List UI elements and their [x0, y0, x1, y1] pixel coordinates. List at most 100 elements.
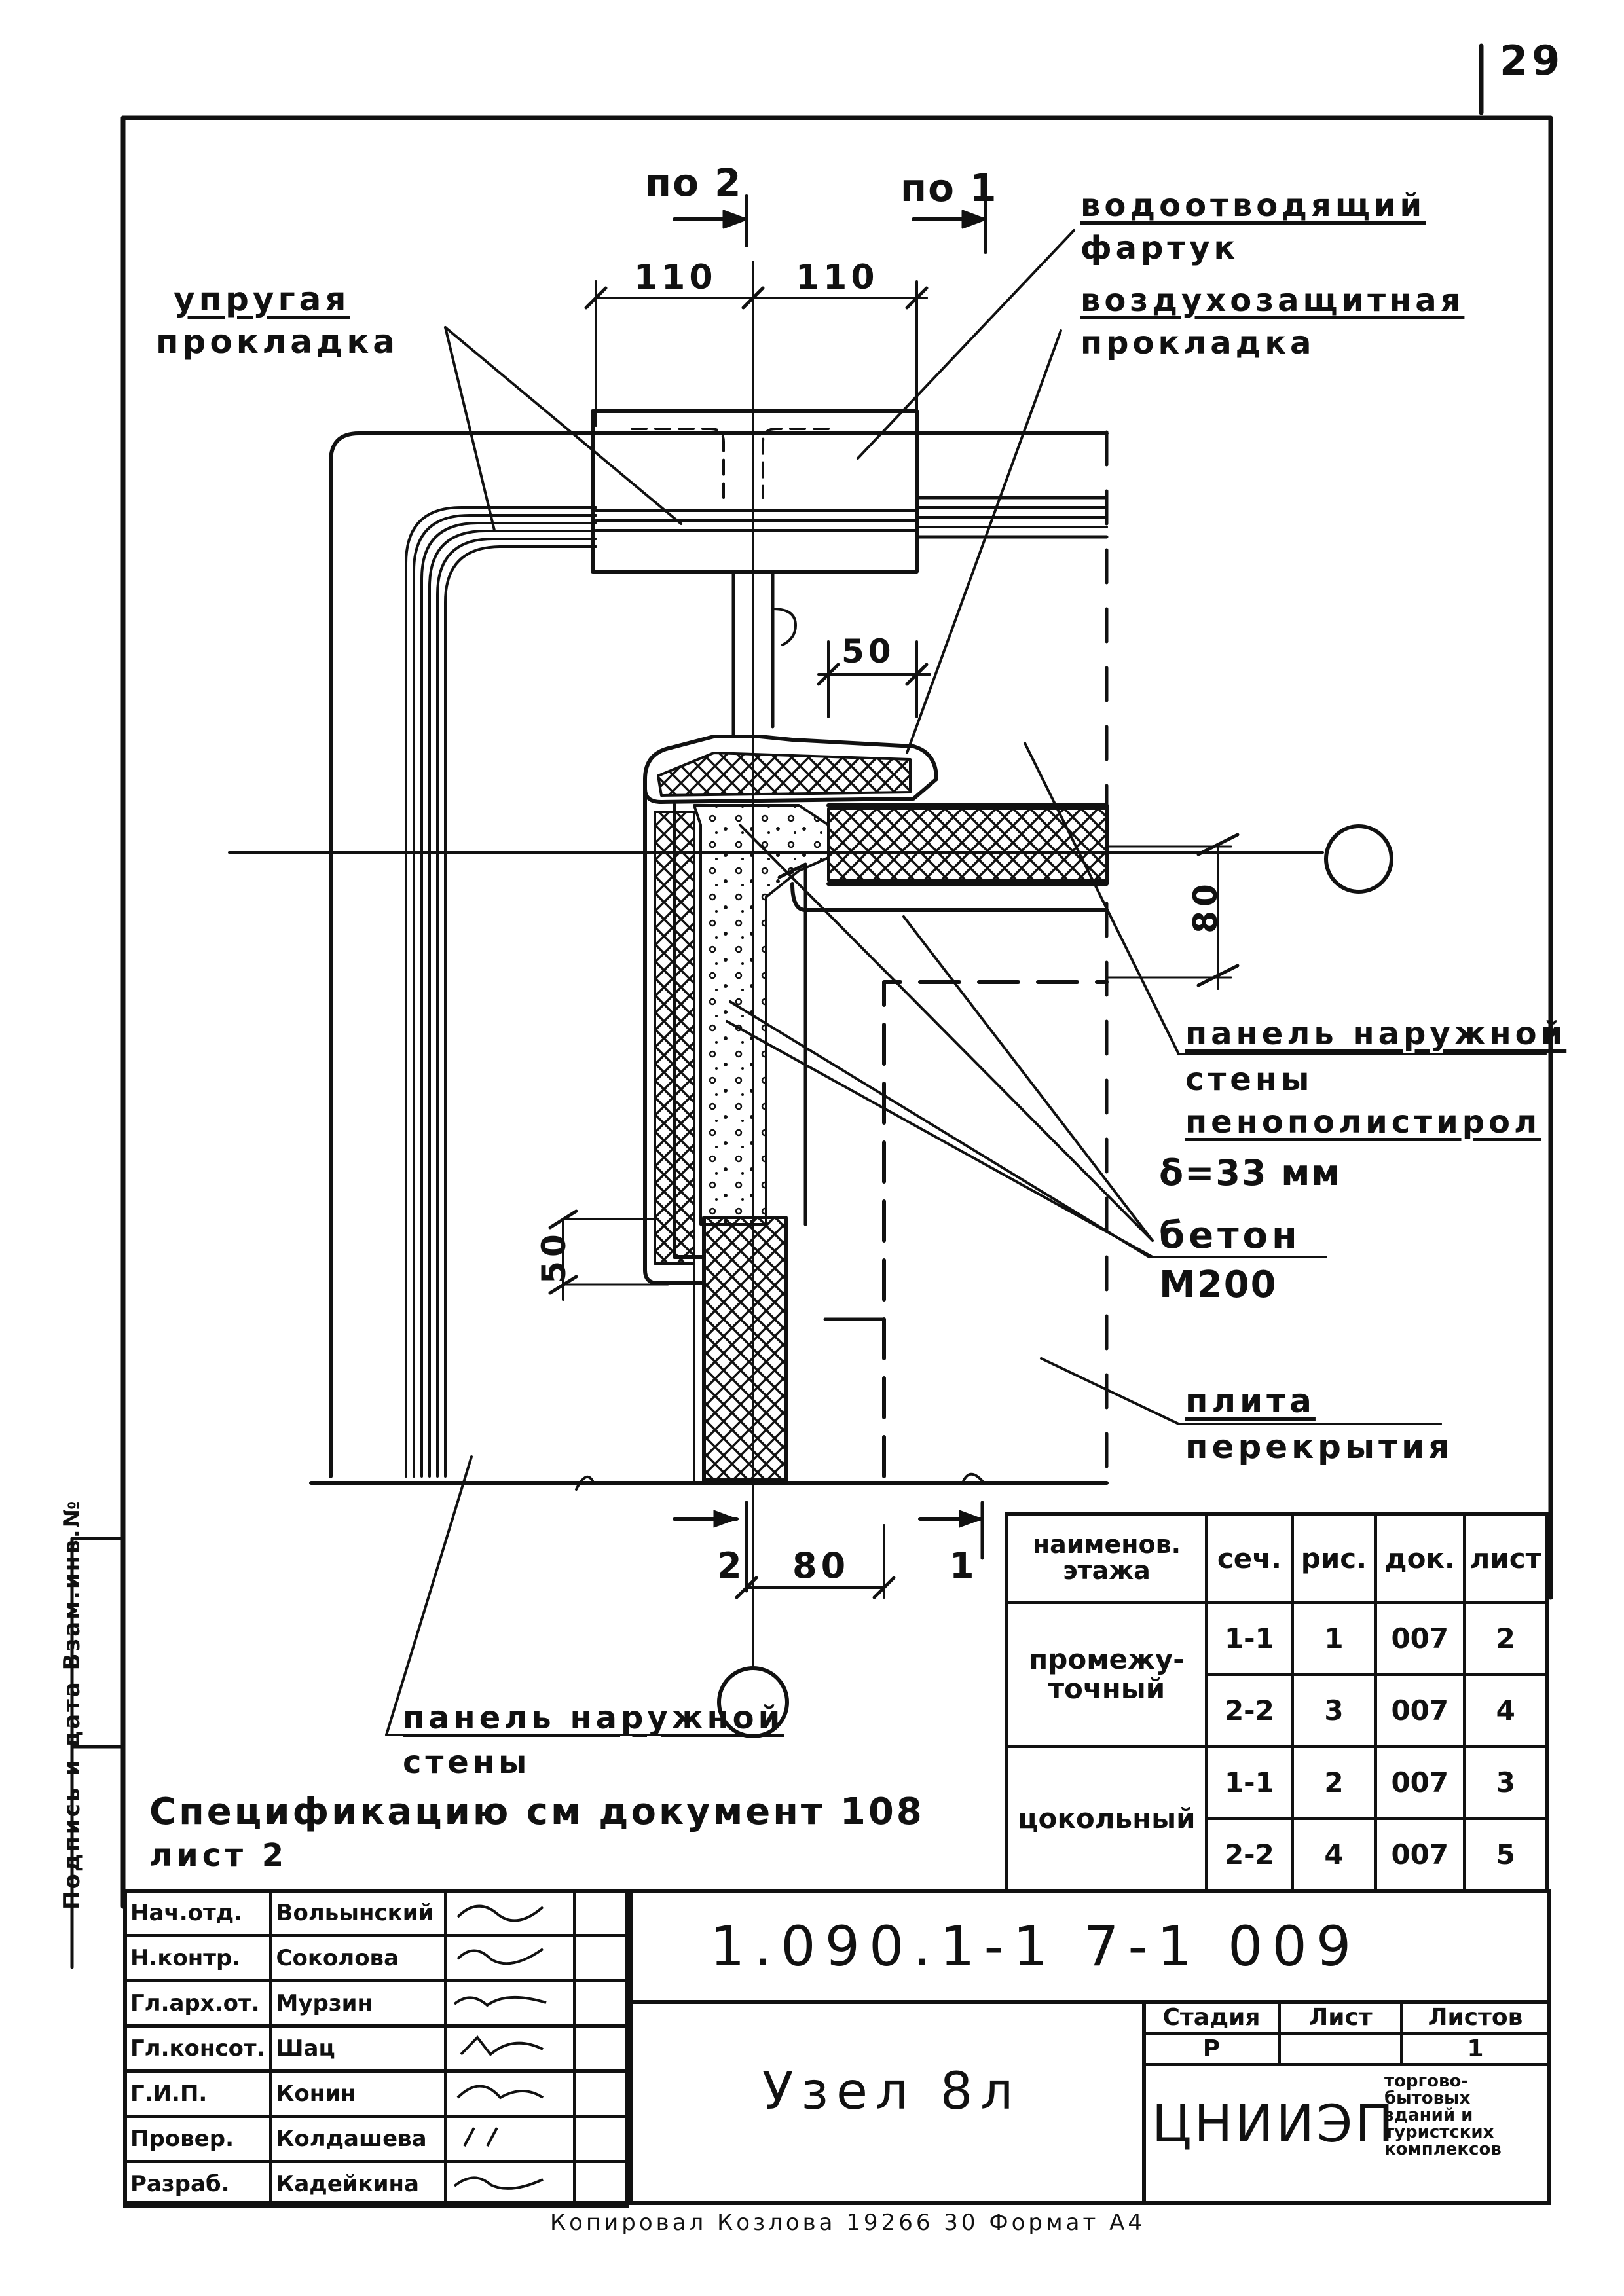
section-1-label: по 1 — [900, 166, 998, 210]
label-slab-2: перекрытия — [1185, 1428, 1454, 1466]
floor-group-name: промежу-точный — [1005, 1601, 1208, 1748]
date-cell — [572, 1979, 629, 2028]
header-doc: док. — [1374, 1512, 1466, 1604]
cell-doc: 007 — [1374, 1745, 1466, 1820]
cell-sheet: 5 — [1462, 1817, 1549, 1892]
stage-value: Р — [1142, 2032, 1281, 2066]
stage-header: Стадия — [1142, 2000, 1281, 2035]
signature — [443, 1934, 576, 1982]
signature — [443, 2160, 576, 2208]
drawing-title: Узел 8л — [762, 2062, 1022, 2121]
cell-figure: 3 — [1290, 1673, 1378, 1748]
label-outer-panel-1: панель наружной — [1185, 1015, 1567, 1052]
code-cell — [629, 1893, 1547, 2004]
side-stamp: Подпись и дата Взам.инв.№ — [59, 1499, 85, 1910]
staff-name: Колдашева — [268, 2115, 447, 2163]
sheets-header: Листов — [1400, 2000, 1551, 2035]
organization: ЦНИИЭП — [1152, 2095, 1397, 2154]
label-slab-1: плита — [1185, 1382, 1316, 1420]
label-foam-1: пенополистирол — [1185, 1104, 1541, 1140]
sheet-header: Лист — [1278, 2000, 1403, 2035]
dim-50-left: 50 — [534, 1230, 573, 1284]
header-figure: рис. — [1290, 1512, 1378, 1604]
floor-table-header: наименов. этажа сеч. рис. док. лист — [1005, 1512, 1549, 1604]
label-concrete-1: бетон — [1159, 1214, 1301, 1257]
label-foam-2: δ=33 мм — [1159, 1152, 1342, 1194]
staff-role: Г.И.П. — [123, 2069, 272, 2118]
dim-80-vertical: 80 — [1186, 880, 1225, 934]
date-cell — [572, 1934, 629, 1982]
cell-figure: 1 — [1290, 1601, 1378, 1676]
date-cell — [572, 2069, 629, 2118]
date-cell — [572, 2024, 629, 2073]
dim-110-right: 110 — [796, 258, 879, 297]
label-elastic-gasket-2: прокладка — [156, 323, 399, 361]
spec-note-2: лист 2 — [149, 1837, 288, 1874]
table-row: 2-2 4 007 5 — [1007, 1817, 1549, 1892]
signature — [443, 2069, 576, 2118]
title-block: Нач.отд. Вольынский Н.контр. Соколова Гл… — [123, 1889, 1551, 2208]
staff-role: Разраб. — [123, 2160, 272, 2208]
label-elastic-gasket-1: упругая — [174, 280, 350, 318]
staff-name: Кадейкина — [268, 2160, 447, 2208]
footer-stamp: Копировал Козлова 19266 30 Формат А4 — [550, 2210, 1145, 2236]
staff-row: Гл.арх.от. Мурзин — [123, 1979, 629, 2028]
document-code: 1.090.1-1 7-1 009 — [710, 1914, 1361, 1978]
cell-sheet: 3 — [1462, 1745, 1549, 1820]
staff-name: Конин — [268, 2069, 447, 2118]
axis-bubble-right — [1324, 824, 1393, 894]
air-seal-gasket — [643, 735, 938, 804]
label-apron-2: фартук — [1080, 230, 1240, 266]
table-row: промежу-точный 1-1 1 007 2 — [1005, 1601, 1549, 1748]
staff-name: Шац — [268, 2024, 447, 2073]
cell-doc: 007 — [1374, 1601, 1466, 1676]
table-row: 2-2 3 007 4 — [1007, 1673, 1549, 1748]
cell-figure: 4 — [1290, 1817, 1378, 1892]
spec-note-1: Спецификацию см документ 108 — [149, 1791, 925, 1833]
label-apron-1: водоотводящий — [1080, 187, 1426, 224]
stage-table: Стадия Лист Листов Р 1 — [1142, 2000, 1551, 2066]
cell-sheet: 2 — [1462, 1601, 1549, 1676]
concrete-m200 — [693, 804, 830, 1226]
header-section: сеч. — [1204, 1512, 1294, 1604]
label-outer-panel-2: стены — [1185, 1061, 1314, 1098]
staff-role: Гл.консот. — [123, 2024, 272, 2073]
cell-sheet: 4 — [1462, 1673, 1549, 1748]
staff-role: Нач.отд. — [123, 1889, 272, 1937]
section-2-label: по 2 — [645, 160, 743, 205]
dim-80-bottom: 80 — [792, 1545, 850, 1586]
staff-row: Провер. Колдашева — [123, 2115, 629, 2163]
mark-2-bottom: 2 — [717, 1545, 746, 1586]
signature — [443, 2115, 576, 2163]
label-concrete-2: М200 — [1159, 1264, 1278, 1306]
floor-group-name: цокольный — [1005, 1745, 1208, 1892]
signature — [443, 1979, 576, 2028]
cell-section: 2-2 — [1204, 1673, 1294, 1748]
date-cell — [572, 2160, 629, 2208]
staff-row: Нач.отд. Вольынский — [123, 1889, 629, 1937]
staff-row: Разраб. Кадейкина — [123, 2160, 629, 2208]
signature — [443, 2024, 576, 2073]
sheet-value — [1278, 2032, 1403, 2066]
label-air-seal-2: прокладка — [1080, 325, 1316, 361]
org-note: торгово-бытовых зданий и туристских комп… — [1384, 2071, 1502, 2159]
floor-table: наименов. этажа сеч. рис. док. лист пром… — [1005, 1512, 1549, 1892]
sheets-value: 1 — [1400, 2032, 1551, 2066]
label-outer-panel-bottom-2: стены — [403, 1744, 531, 1781]
dim-50-top: 50 — [841, 632, 895, 670]
staff-row: Г.И.П. Конин — [123, 2069, 629, 2118]
header-sheet: лист — [1462, 1512, 1549, 1604]
label-outer-panel-bottom-1: панель наружной — [403, 1700, 784, 1736]
staff-role: Провер. — [123, 2115, 272, 2163]
cell-figure: 2 — [1290, 1745, 1378, 1820]
cell-doc: 007 — [1374, 1817, 1466, 1892]
staff-role: Н.контр. — [123, 1934, 272, 1982]
staff-table: Нач.отд. Вольынский Н.контр. Соколова Гл… — [123, 1889, 629, 2208]
mark-1-bottom: 1 — [950, 1545, 978, 1586]
dim-110-left: 110 — [634, 258, 717, 297]
axis-bubble-bottom — [717, 1666, 789, 1738]
page-number: 29 — [1500, 37, 1564, 84]
staff-row: Гл.консот. Шац — [123, 2024, 629, 2073]
staff-row: Н.контр. Соколова — [123, 1934, 629, 1982]
